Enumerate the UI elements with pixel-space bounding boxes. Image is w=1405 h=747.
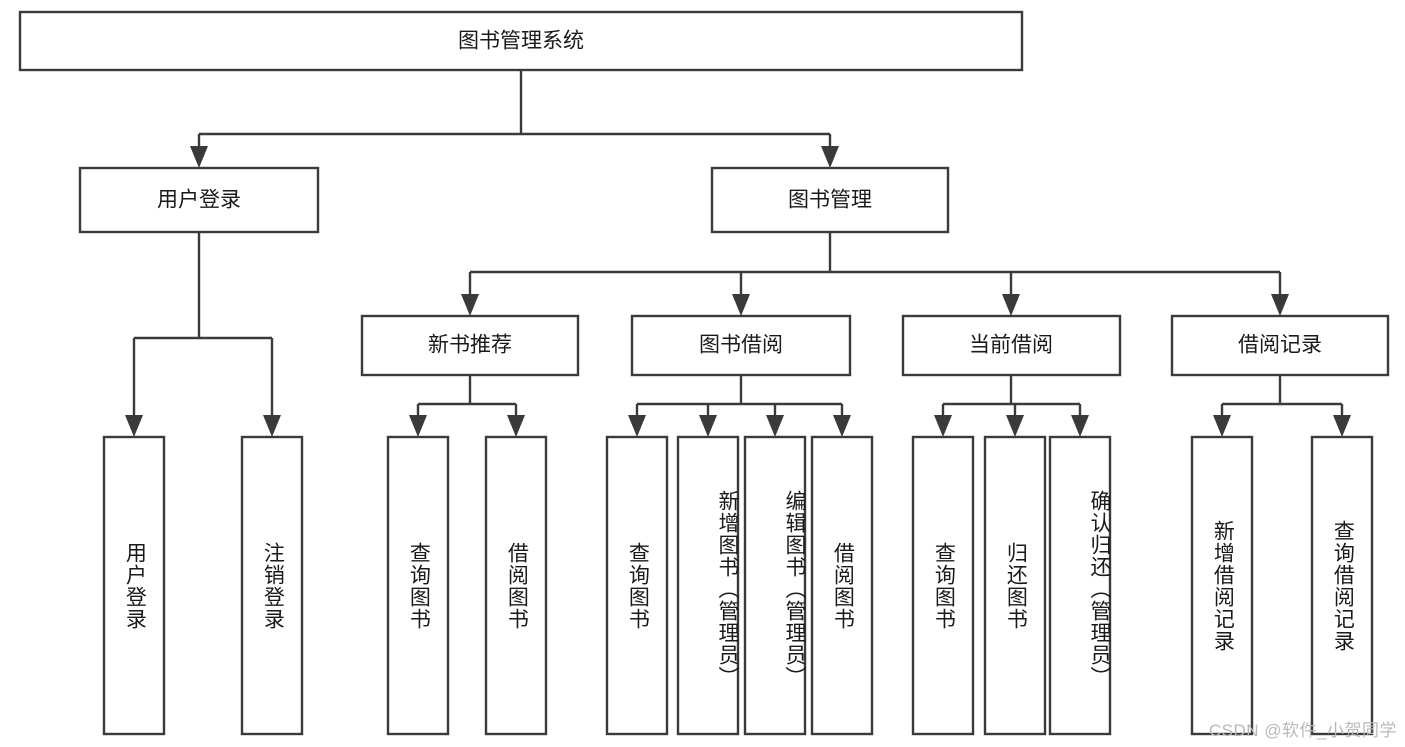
- connector-bookborrow-to-leaves: [628, 375, 851, 437]
- leaf-box-query-book-borrow[interactable]: [605, 435, 669, 736]
- leaf-box-edit-book-admin[interactable]: [743, 435, 807, 736]
- node-new-book-recommend-label: 新书推荐: [428, 334, 512, 357]
- leaf-boxes: [102, 435, 1374, 736]
- connector-userlogin-to-leaves: [125, 232, 281, 437]
- node-user-login[interactable]: 用户登录: [78, 166, 320, 234]
- connector-currentborrow-to-leaves: [934, 375, 1089, 437]
- node-current-borrow-label: 当前借阅: [969, 334, 1053, 357]
- connector-bookmgmt-to-level3: [461, 232, 1289, 316]
- node-book-borrow[interactable]: 图书借阅: [630, 314, 852, 377]
- node-book-borrow-label: 图书借阅: [699, 334, 783, 357]
- node-current-borrow[interactable]: 当前借阅: [901, 314, 1122, 377]
- leaf-box-borrow-book[interactable]: [810, 435, 874, 736]
- node-book-management[interactable]: 图书管理: [710, 166, 950, 234]
- leaf-box-user-login[interactable]: [102, 435, 166, 736]
- node-book-management-label: 图书管理: [788, 189, 872, 212]
- leaf-box-return-book[interactable]: [983, 435, 1047, 736]
- leaf-box-add-borrow-record[interactable]: [1190, 435, 1254, 736]
- leaf-box-query-borrow-record[interactable]: [1310, 435, 1374, 736]
- node-user-login-label: 用户登录: [157, 189, 241, 212]
- node-borrow-record[interactable]: 借阅记录: [1170, 314, 1390, 377]
- connector-borrowrecord-to-leaves: [1213, 375, 1351, 437]
- node-root[interactable]: 图书管理系统: [18, 10, 1024, 72]
- node-root-label: 图书管理系统: [458, 30, 584, 53]
- leaf-box-add-book-admin[interactable]: [676, 435, 740, 736]
- leaf-box-query-book-current[interactable]: [911, 435, 975, 736]
- connector-root-to-level2: [190, 70, 839, 168]
- leaf-box-query-book-newbook[interactable]: [386, 435, 450, 736]
- leaf-box-confirm-return-admin[interactable]: [1048, 435, 1112, 736]
- node-borrow-record-label: 借阅记录: [1238, 334, 1322, 357]
- connector-newbook-to-leaves: [409, 375, 525, 437]
- node-new-book-recommend[interactable]: 新书推荐: [360, 314, 580, 377]
- leaf-box-borrow-book-newbook[interactable]: [484, 435, 548, 736]
- leaf-box-logout-login[interactable]: [240, 435, 304, 736]
- csdn-watermark: CSDN @软件_小贺同学: [1208, 721, 1397, 740]
